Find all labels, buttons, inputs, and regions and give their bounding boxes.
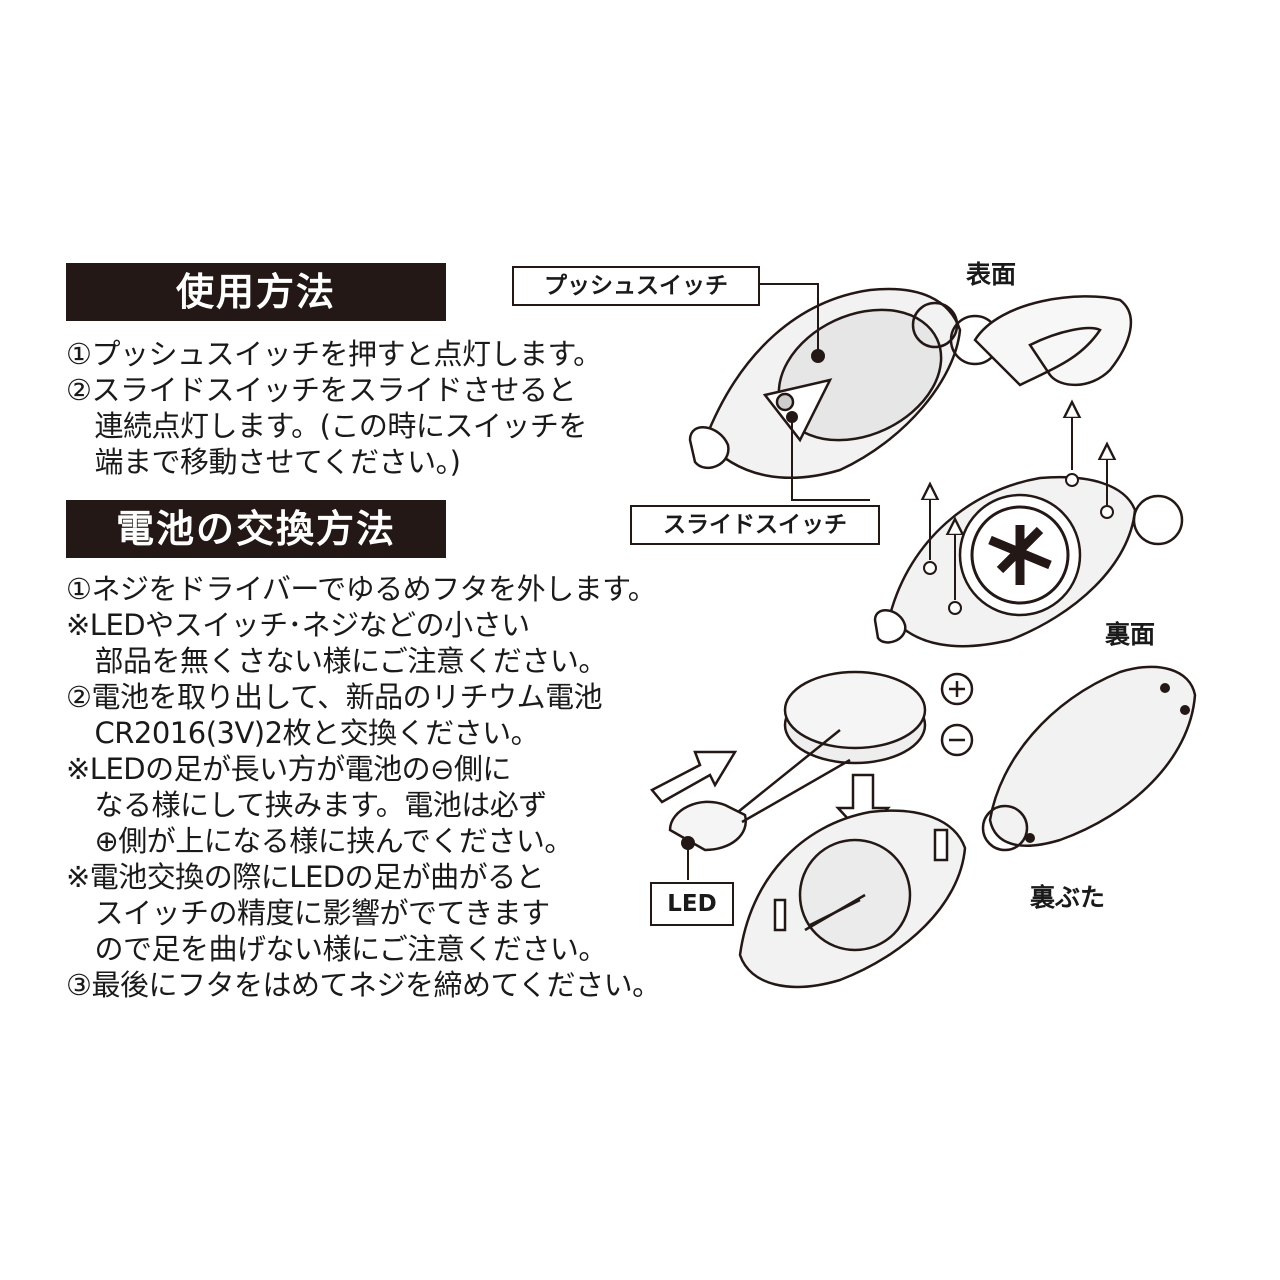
push-switch-leader [758,283,819,356]
screw-holes [1025,683,1190,843]
battery-line-11: ので足を曲げない様にご注意ください。 [66,932,608,966]
battery-line-5: CR2016(3V)2枚と交換ください。 [66,716,540,750]
led-callout: LED [650,882,734,926]
battery-line-7: なる様にして挟みます。電池は必ず [66,788,548,822]
screw-arrows [924,408,1113,615]
battery-line-3: 部品を無くさない様にご注意ください。 [66,644,608,678]
battery-line-9: ※電池交換の際にLEDの足が曲がると [66,860,545,894]
usage-line-3: 連続点灯します。(この時にスイッチを [66,409,588,443]
slide-switch-callout: スライドスイッチ [630,505,880,545]
battery-line-10: スイッチの精度に影響がでてきます [66,896,551,930]
battery-stack [783,670,927,765]
battery-line-6: ※LEDの足が長い方が電池の⊖側に [66,752,511,786]
slide-switch-leader [791,417,870,501]
insert-arrow-icon [650,750,738,804]
battery-line-2: ※LEDやスイッチ･ネジなどの小さい [66,608,530,642]
battery-heading: 電池の交換方法 [66,500,446,558]
usage-line-4: 端まで移動させてください。) [66,445,461,479]
usage-heading: 使用方法 [66,263,446,321]
back-cover [981,665,1197,852]
battery-line-4: ②電池を取り出して、新品のリチウム電池 [66,680,603,714]
back-cover-label: 裏ぶた [1030,883,1106,912]
back-label: 裏面 [1105,620,1156,649]
front-view-light [688,287,1133,479]
polarity-marks [940,672,974,757]
open-housing [738,809,967,989]
usage-line-2: ②スライドスイッチをスライドさせると [66,373,577,407]
battery-line-12: ③最後にフタをはめてネジを締めてください。 [66,968,661,1002]
usage-line-1: ①プッシュスイッチを押すと点灯します。 [66,337,602,371]
front-label: 表面 [966,260,1017,289]
battery-line-1: ①ネジをドライバーでゆるめフタを外します。 [66,572,657,606]
battery-line-8: ⊕側が上になる様に挟んでください。 [66,824,574,858]
push-switch-callout: プッシュスイッチ [512,266,760,306]
